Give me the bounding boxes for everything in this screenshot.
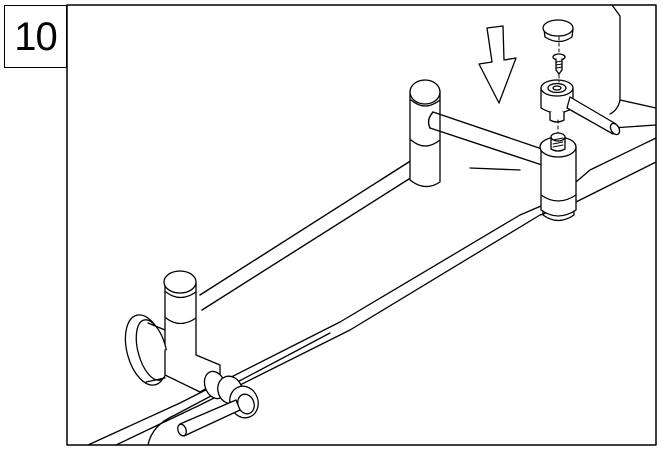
- upper-joint: [409, 79, 441, 188]
- valve-stem: [550, 132, 566, 152]
- countertop-edge: [87, 137, 657, 446]
- lower-arm-pipe: [199, 159, 424, 311]
- lower-joint: [163, 270, 197, 368]
- cap-icon: [542, 19, 574, 43]
- diagram-frame: [66, 4, 657, 446]
- upper-arm-pipe: [427, 111, 546, 166]
- spout-body: [539, 136, 577, 222]
- handle-icon: [540, 79, 621, 136]
- lever-handle: [177, 399, 241, 437]
- step-number: 10: [14, 14, 57, 59]
- wall-flange: [124, 314, 169, 386]
- wall-edge: [609, 4, 657, 129]
- screw-icon: [552, 53, 566, 75]
- down-arrow-icon: [478, 25, 517, 104]
- assembly-guide-lines: [557, 36, 560, 134]
- step-number-box: 10: [4, 5, 67, 68]
